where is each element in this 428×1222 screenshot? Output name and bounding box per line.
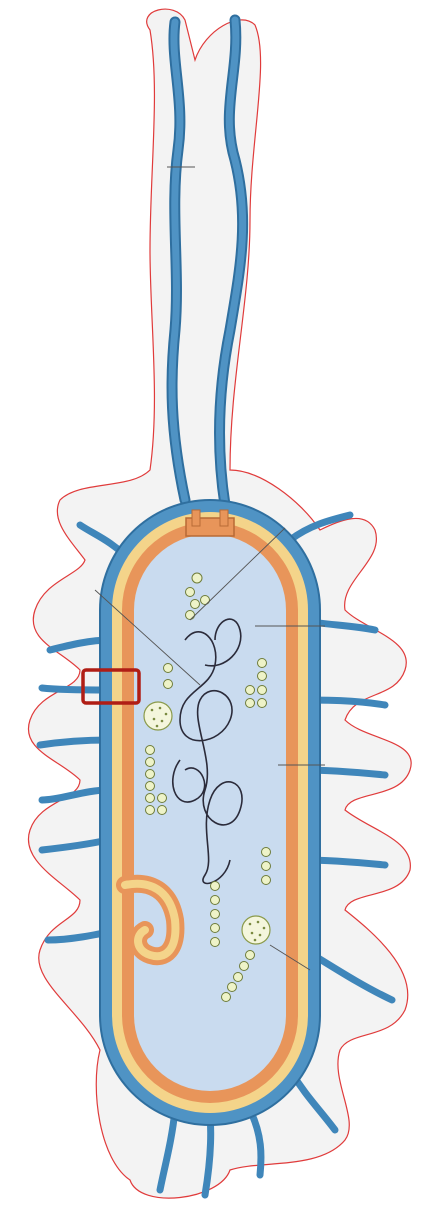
pilus xyxy=(42,688,108,690)
granule xyxy=(146,782,155,791)
granule xyxy=(158,806,167,815)
granule xyxy=(246,686,255,695)
granule xyxy=(146,746,155,755)
granule xyxy=(234,973,243,982)
granule xyxy=(211,938,220,947)
cell-body xyxy=(100,500,320,1125)
granule xyxy=(146,770,155,779)
granule xyxy=(192,573,202,583)
granule xyxy=(262,848,271,857)
granule xyxy=(211,896,220,905)
granule xyxy=(164,664,173,673)
granule xyxy=(186,588,195,597)
granule xyxy=(258,699,267,708)
granule xyxy=(186,611,195,620)
cytoplasm xyxy=(134,534,286,1091)
granule xyxy=(246,699,255,708)
granule xyxy=(201,596,210,605)
granule xyxy=(258,659,267,668)
granule xyxy=(146,758,155,767)
granule xyxy=(211,910,220,919)
granule xyxy=(240,962,249,971)
granule xyxy=(211,924,220,933)
granule xyxy=(191,600,200,609)
granule xyxy=(258,672,267,681)
basal-body-hook-left xyxy=(192,510,200,526)
basal-body-hook-right xyxy=(220,510,228,526)
granule xyxy=(146,806,155,815)
granule xyxy=(158,794,167,803)
granule xyxy=(146,794,155,803)
granule xyxy=(262,862,271,871)
granule xyxy=(222,993,231,1002)
granule xyxy=(211,882,220,891)
granule xyxy=(246,951,255,960)
granule xyxy=(258,686,267,695)
granule xyxy=(228,983,237,992)
granule xyxy=(262,876,271,885)
granule xyxy=(164,680,173,689)
